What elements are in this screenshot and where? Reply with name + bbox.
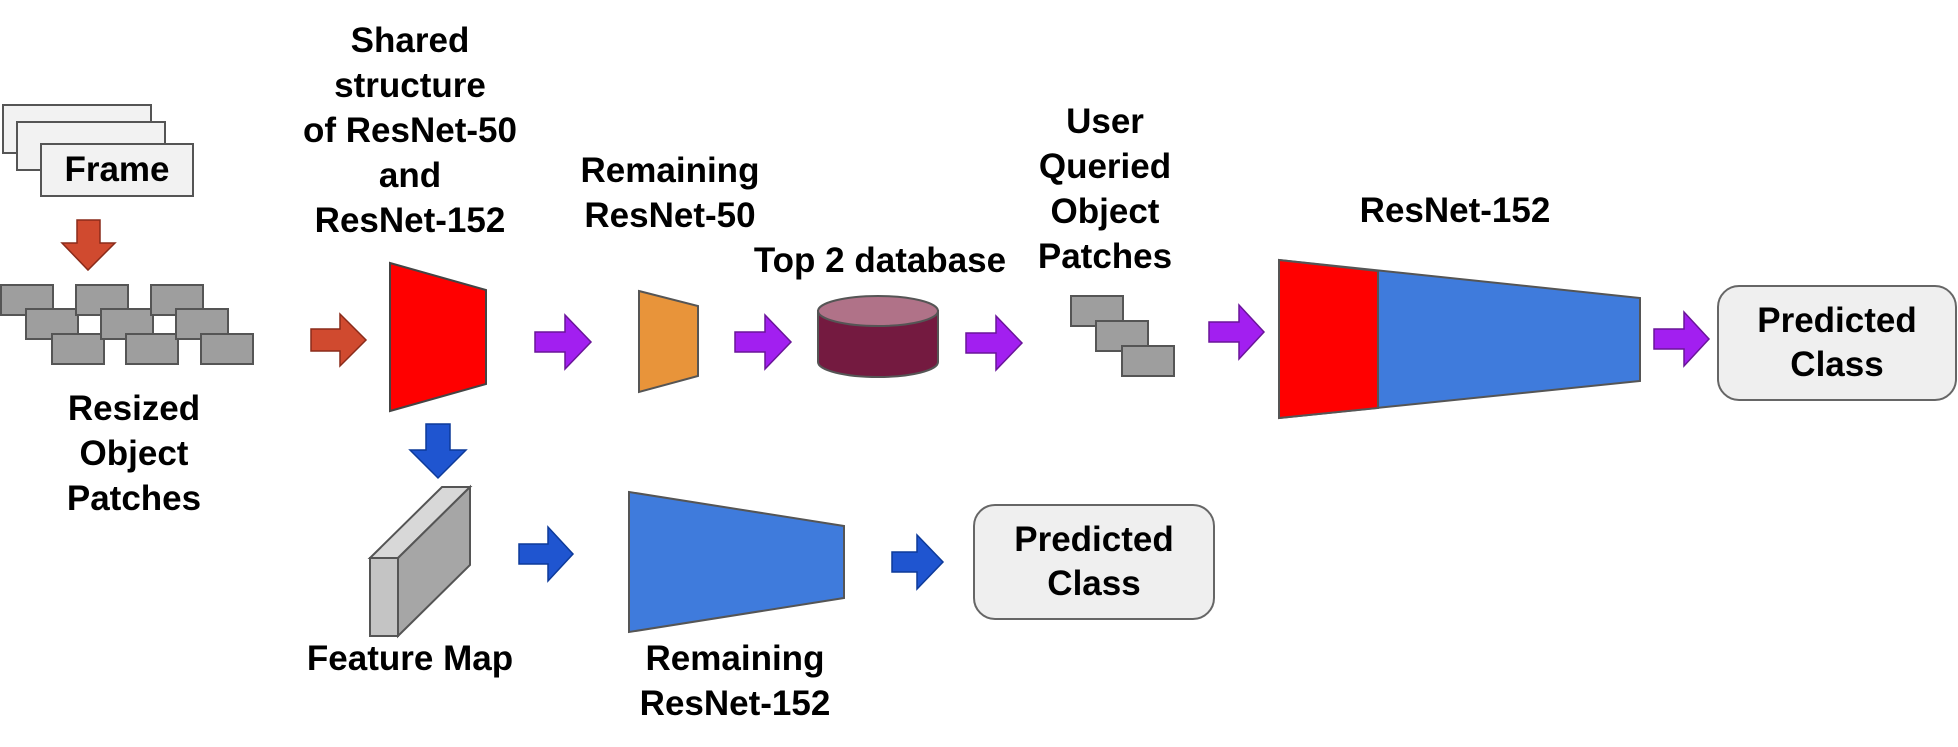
remaining-resnet152-block (628, 490, 845, 634)
remaining-resnet152-label: Remaining ResNet-152 (639, 639, 831, 723)
user-queried-label: User Queried Object Patches (1037, 102, 1173, 276)
remaining-resnet50-label: Remaining ResNet-50 (580, 151, 760, 235)
right-arrow-icon (1208, 303, 1266, 361)
right-arrow-icon (891, 533, 945, 591)
patch (200, 333, 254, 365)
feature-map-block (367, 484, 473, 639)
database-icon (817, 295, 939, 378)
remaining-resnet50-block (638, 289, 699, 394)
feature-map-label: Feature Map (306, 639, 514, 678)
patch (125, 333, 179, 365)
predicted-class-bottom: Predicted Class (973, 504, 1215, 620)
frame-label: Frame (40, 143, 194, 197)
shared-structure-label: Shared structure of ResNet-50 and ResNet… (303, 21, 517, 240)
feature-map-side (397, 484, 471, 639)
right-arrow-icon (734, 313, 793, 371)
down-arrow-icon (408, 423, 468, 480)
right-arrow-icon (518, 525, 575, 583)
patch (1121, 345, 1175, 377)
database-top (817, 295, 939, 327)
resized-object-patches-label: Resized Object Patches (66, 389, 202, 518)
predicted-class-top: Predicted Class (1717, 285, 1957, 401)
feature-map-front (369, 557, 399, 637)
down-arrow-icon (60, 219, 117, 272)
database-body (817, 310, 939, 378)
right-arrow-icon (965, 314, 1024, 372)
right-arrow-icon (534, 313, 593, 371)
resnet152-shared-part (1278, 258, 1379, 420)
patch (51, 333, 105, 365)
resnet152-label: ResNet-152 (1359, 191, 1551, 230)
shared-structure-block (389, 261, 487, 413)
right-arrow-icon (1653, 310, 1711, 368)
right-arrow-icon (310, 312, 368, 368)
user-queried-patches (1070, 295, 1175, 377)
top2-database-label: Top 2 database (753, 241, 1007, 280)
resized-object-patches (0, 284, 254, 365)
